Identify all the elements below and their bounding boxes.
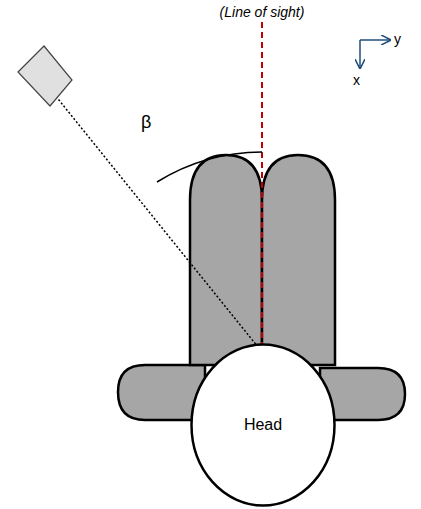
angle-arc xyxy=(157,152,262,182)
head-ellipse: Head xyxy=(190,343,336,507)
camera-direction xyxy=(46,84,262,352)
right-lobe xyxy=(262,155,335,365)
line-of-sight xyxy=(261,22,263,352)
left-lobe xyxy=(190,155,262,365)
y-axis-arrow xyxy=(360,39,390,41)
line-of-sight-label: (Line of sight) xyxy=(220,4,305,20)
node-label: Head xyxy=(244,416,282,434)
axis-label: y xyxy=(394,31,401,47)
angle-label: β xyxy=(141,112,151,133)
x-axis-arrow xyxy=(359,40,361,68)
axis-label: x xyxy=(353,72,360,88)
camera-symbol xyxy=(18,46,72,106)
